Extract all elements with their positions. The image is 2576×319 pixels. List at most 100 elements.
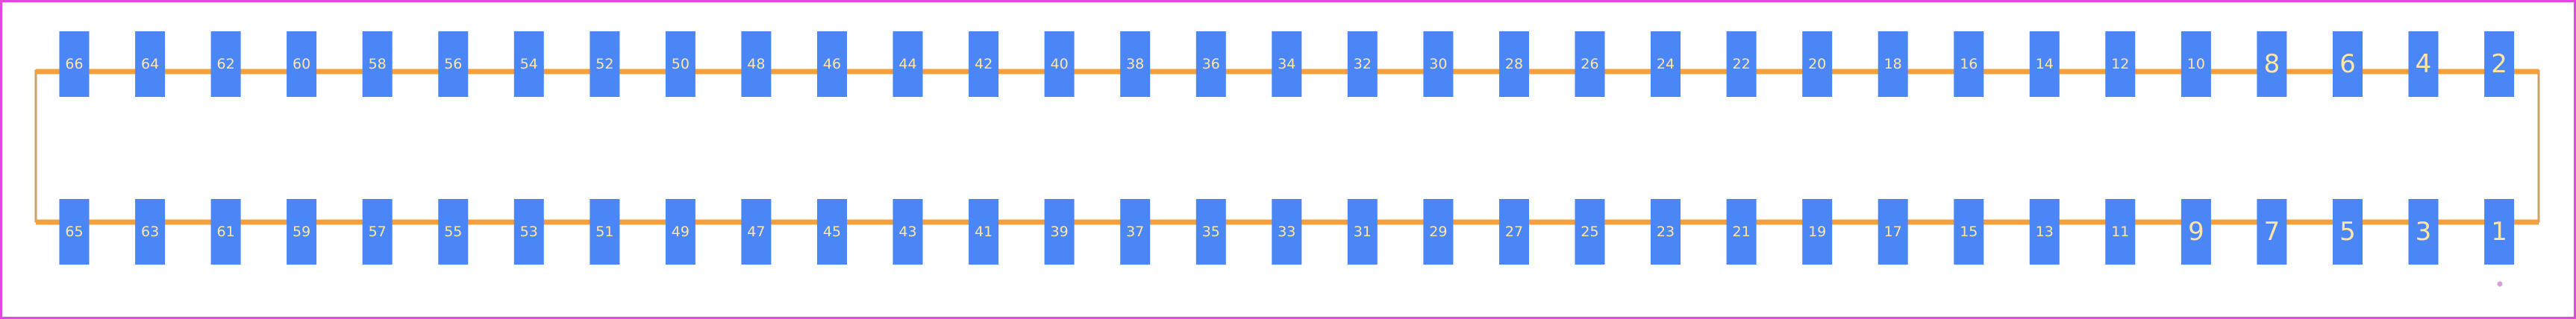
pad-label-31: 31: [1354, 224, 1372, 240]
pad-36: [1195, 31, 1226, 97]
pad-label-47: 47: [747, 224, 765, 240]
pad-17: [1878, 199, 1908, 265]
pad-label-11: 11: [2111, 224, 2129, 240]
pad-35: [1195, 199, 1226, 265]
pad-51: [590, 199, 620, 265]
pad-62: [210, 31, 241, 97]
pad-65: [59, 199, 90, 265]
pad-44: [892, 31, 923, 97]
pad-34: [1272, 31, 1302, 97]
pad-label-64: 64: [141, 56, 159, 72]
pad-label-25: 25: [1581, 224, 1598, 240]
pad-label-39: 39: [1051, 224, 1069, 240]
pad-45: [817, 199, 847, 265]
pad-label-54: 54: [520, 56, 538, 72]
pad-label-44: 44: [898, 56, 916, 72]
pad-27: [1499, 199, 1529, 265]
pad-41: [969, 199, 999, 265]
pad-label-49: 49: [672, 224, 690, 240]
pad-label-4: 4: [2416, 49, 2432, 79]
pad-label-21: 21: [1733, 224, 1751, 240]
pad-61: [210, 199, 241, 265]
pad-label-2: 2: [2491, 49, 2507, 79]
pad-54: [513, 31, 544, 97]
pad-66: [59, 31, 90, 97]
pad-56: [438, 31, 469, 97]
pad-label-29: 29: [1429, 224, 1447, 240]
pad-5: [2333, 199, 2363, 265]
pad-30: [1423, 31, 1454, 97]
pin1-marker-dot: [2497, 281, 2503, 287]
pad-20: [1802, 31, 1833, 97]
pad-19: [1802, 199, 1833, 265]
pad-13: [2029, 199, 2060, 265]
pad-21: [1726, 199, 1757, 265]
pad-label-56: 56: [444, 56, 462, 72]
pad-23: [1651, 199, 1681, 265]
pad-label-42: 42: [975, 56, 992, 72]
pad-53: [513, 199, 544, 265]
pad-label-13: 13: [2036, 224, 2054, 240]
pad-6: [2333, 31, 2363, 97]
pad-label-28: 28: [1505, 56, 1523, 72]
pad-33: [1272, 199, 1302, 265]
pad-63: [135, 199, 166, 265]
pad-12: [2105, 31, 2136, 97]
pad-46: [817, 31, 847, 97]
pad-label-26: 26: [1581, 56, 1598, 72]
pad-label-17: 17: [1884, 224, 1902, 240]
pad-16: [1954, 31, 1984, 97]
pad-58: [362, 31, 393, 97]
pad-label-48: 48: [747, 56, 765, 72]
pad-38: [1120, 31, 1151, 97]
pad-43: [892, 199, 923, 265]
pad-31: [1347, 199, 1378, 265]
pad-label-50: 50: [672, 56, 690, 72]
pad-label-46: 46: [823, 56, 841, 72]
pad-label-36: 36: [1202, 56, 1220, 72]
pad-label-5: 5: [2339, 217, 2356, 247]
pad-49: [665, 199, 695, 265]
pad-24: [1651, 31, 1681, 97]
pad-label-37: 37: [1126, 224, 1144, 240]
pad-50: [665, 31, 695, 97]
pad-14: [2029, 31, 2060, 97]
pad-3: [2408, 199, 2439, 265]
pad-label-33: 33: [1278, 224, 1295, 240]
pad-2: [2484, 31, 2515, 97]
pad-label-20: 20: [1808, 56, 1826, 72]
pad-label-32: 32: [1354, 56, 1372, 72]
pad-label-6: 6: [2339, 49, 2356, 79]
pad-4: [2408, 31, 2439, 97]
pad-label-19: 19: [1808, 224, 1826, 240]
pad-label-24: 24: [1657, 56, 1675, 72]
pad-label-35: 35: [1202, 224, 1220, 240]
pad-37: [1120, 199, 1151, 265]
pad-label-63: 63: [141, 224, 159, 240]
pad-label-10: 10: [2187, 56, 2205, 72]
pad-label-57: 57: [369, 224, 387, 240]
pad-label-22: 22: [1733, 56, 1751, 72]
pad-15: [1954, 199, 1984, 265]
pad-label-12: 12: [2111, 56, 2129, 72]
pad-9: [2180, 199, 2211, 265]
pad-label-45: 45: [823, 224, 841, 240]
pad-1: [2484, 199, 2515, 265]
pad-label-8: 8: [2264, 49, 2280, 79]
pad-label-34: 34: [1278, 56, 1295, 72]
pad-57: [362, 199, 393, 265]
pad-47: [741, 199, 772, 265]
pad-label-16: 16: [1960, 56, 1978, 72]
pad-label-66: 66: [65, 56, 83, 72]
pad-39: [1044, 199, 1075, 265]
pad-label-9: 9: [2188, 217, 2204, 247]
pad-11: [2105, 199, 2136, 265]
pad-8: [2257, 31, 2287, 97]
pad-60: [287, 31, 317, 97]
pad-label-7: 7: [2264, 217, 2280, 247]
pad-label-40: 40: [1051, 56, 1069, 72]
